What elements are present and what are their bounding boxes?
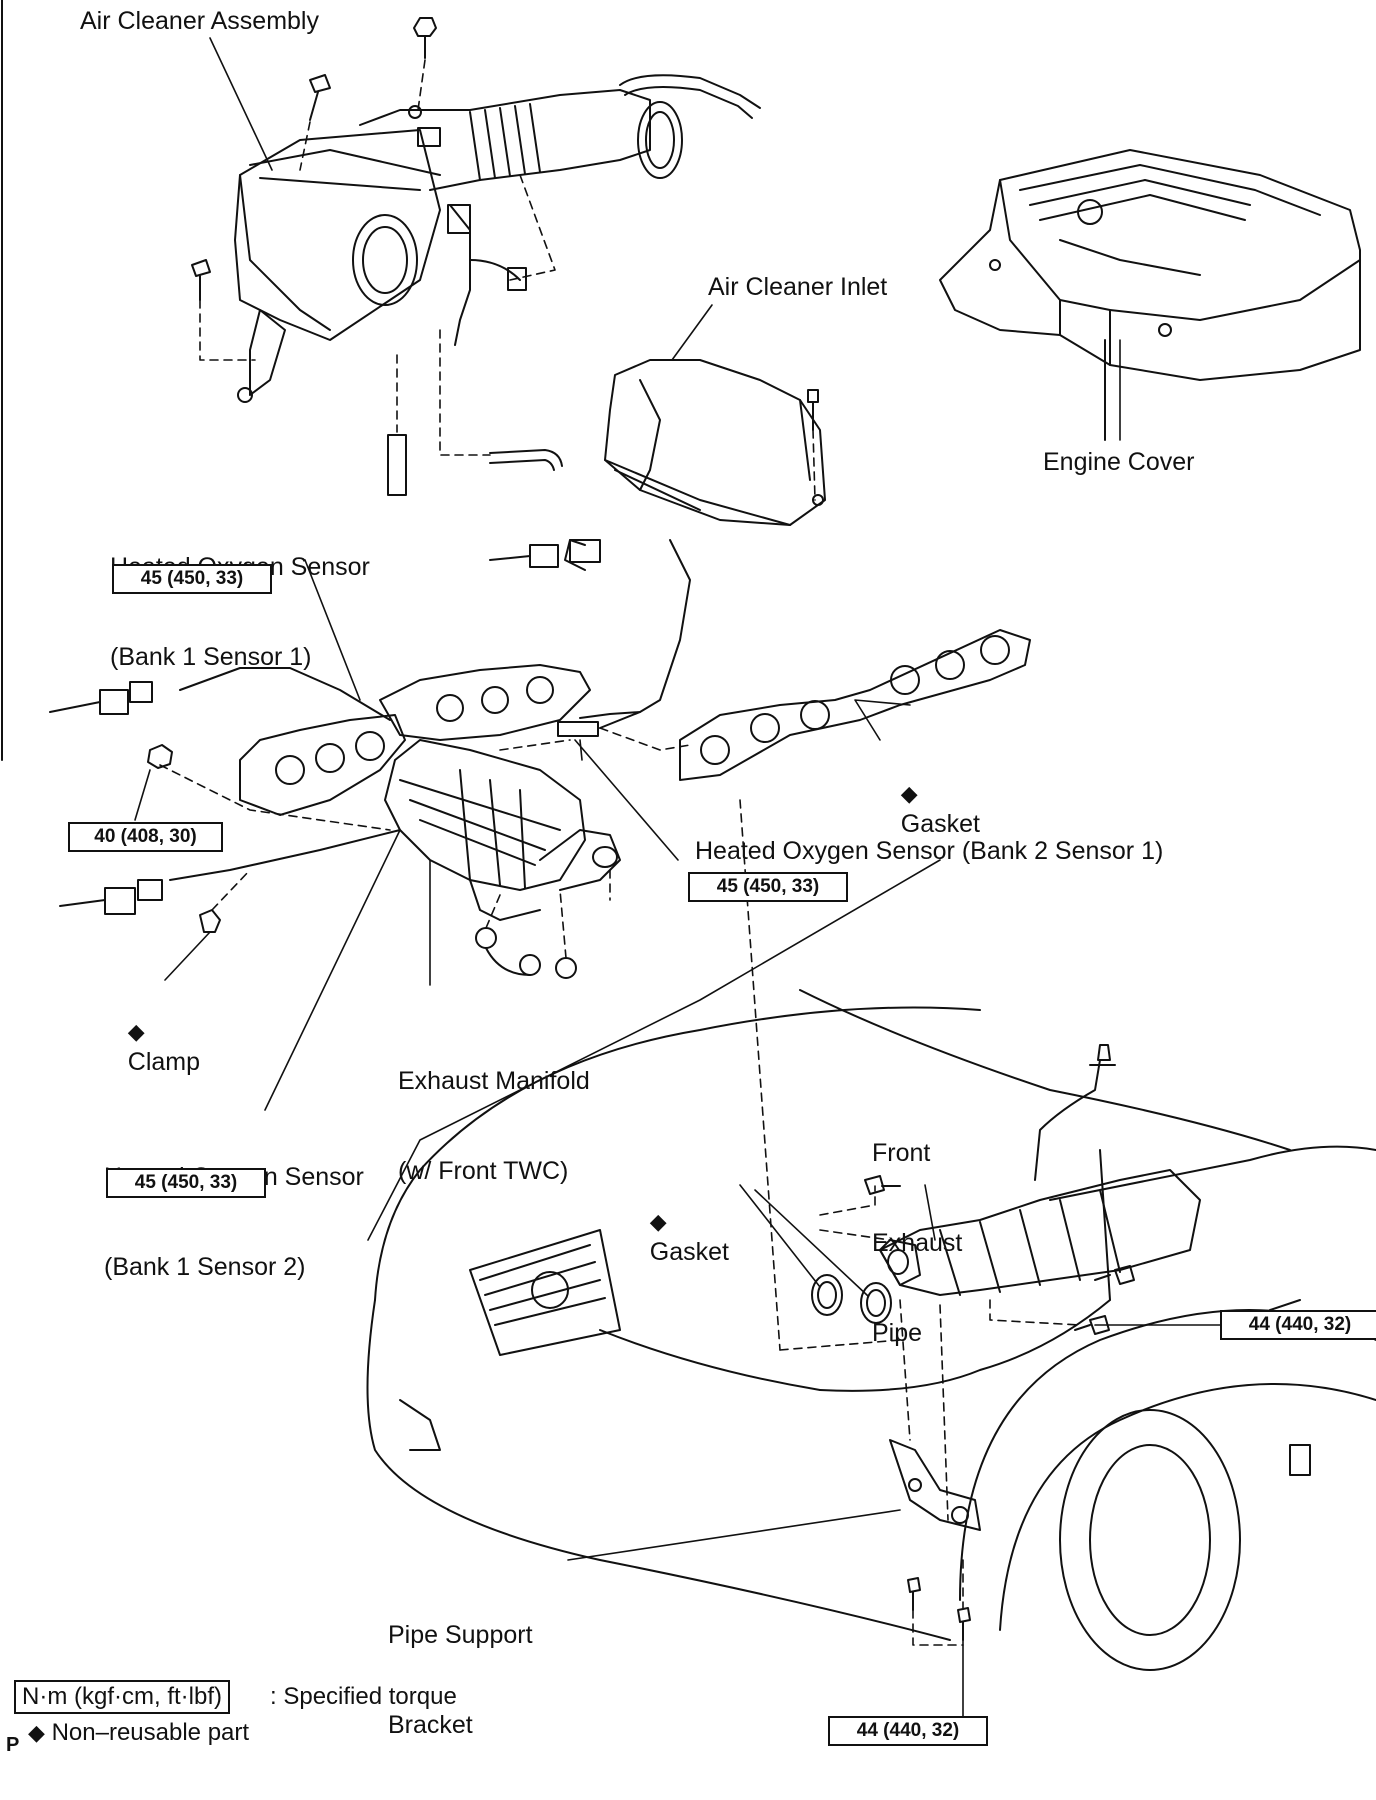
corner-mark: P xyxy=(6,1734,19,1757)
front-exhaust-pipe-drawing xyxy=(740,800,1200,1645)
torque-ho2s-bank2-sensor1: 45 (450, 33) xyxy=(688,872,848,902)
label-gasket-upper-text: Gasket xyxy=(901,810,980,838)
label-pipe-support-bracket: Pipe Support Bracket xyxy=(388,1560,533,1800)
label-pipe-support-bracket-line1: Pipe Support xyxy=(388,1620,533,1650)
label-clamp-text: Clamp xyxy=(128,1048,200,1076)
non-reusable-symbol: ◆ xyxy=(650,1209,667,1234)
label-ho2s-bank2-sensor1: Heated Oxygen Sensor (Bank 2 Sensor 1) xyxy=(695,836,1163,866)
label-exhaust-manifold-line2: (w/ Front TWC) xyxy=(398,1156,590,1186)
label-front-exhaust-pipe-line1: Front xyxy=(872,1138,962,1168)
engine-cover-drawing xyxy=(940,150,1360,440)
label-front-exhaust-pipe-line2: Exhaust xyxy=(872,1228,962,1258)
non-reusable-symbol: ◆ xyxy=(28,1720,45,1745)
torque-manifold-nut: 40 (408, 30) xyxy=(68,822,223,852)
label-front-exhaust-pipe: Front Exhaust Pipe xyxy=(872,1078,962,1408)
label-front-exhaust-pipe-line3: Pipe xyxy=(872,1318,962,1348)
label-exhaust-manifold: Exhaust Manifold (w/ Front TWC) xyxy=(398,1006,590,1246)
label-ho2s-bank1-sensor2-line2: (Bank 1 Sensor 2) xyxy=(104,1252,364,1282)
label-exhaust-manifold-line1: Exhaust Manifold xyxy=(398,1066,590,1096)
label-ho2s-bank1-sensor2: Heated Oxygen Sensor (Bank 1 Sensor 2) xyxy=(104,1102,364,1342)
air-cleaner-inlet-drawing xyxy=(605,360,825,525)
label-air-cleaner-inlet: Air Cleaner Inlet xyxy=(708,272,887,302)
non-reusable-symbol: ◆ xyxy=(128,1019,145,1044)
label-gasket-lower-text: Gasket xyxy=(650,1238,729,1266)
label-gasket-lower: ◆ Gasket xyxy=(622,1176,729,1297)
label-air-cleaner-assembly: Air Cleaner Assembly xyxy=(80,6,319,36)
label-pipe-support-bracket-line2: Bracket xyxy=(388,1710,533,1740)
legend-torque-units: N·m (kgf·cm, ft·lbf) xyxy=(14,1680,230,1714)
non-reusable-symbol: ◆ xyxy=(901,781,918,806)
air-cleaner-assembly-drawing xyxy=(192,18,760,495)
torque-bracket-bolts: 44 (440, 32) xyxy=(828,1716,988,1746)
torque-ho2s-bank1-sensor2: 45 (450, 33) xyxy=(106,1168,266,1198)
label-ho2s-bank1-sensor1: Heated Oxygen Sensor (Bank 1 Sensor 1) xyxy=(110,492,370,732)
torque-ho2s-bank1-sensor1: 45 (450, 33) xyxy=(112,564,272,594)
torque-pipe-bolts: 44 (440, 32) xyxy=(1220,1310,1376,1340)
legend-torque-desc: : Specified torque xyxy=(270,1682,457,1712)
legend-non-reusable-text: Non–reusable part xyxy=(52,1719,249,1746)
label-ho2s-bank1-sensor1-line2: (Bank 1 Sensor 1) xyxy=(110,642,370,672)
legend-non-reusable: ◆ Non–reusable part xyxy=(28,1718,249,1748)
label-engine-cover: Engine Cover xyxy=(1043,447,1194,477)
label-clamp: ◆ Clamp xyxy=(100,986,200,1107)
leader-lines xyxy=(135,38,1220,1720)
